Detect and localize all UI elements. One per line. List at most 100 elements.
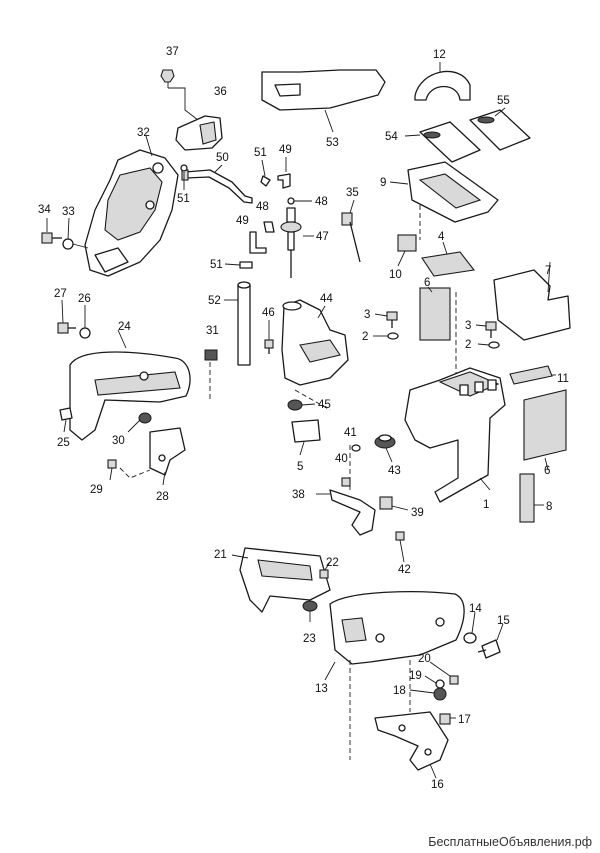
callout-53: 53 [326, 137, 339, 149]
callout-8: 8 [546, 501, 552, 513]
callout-17: 17 [458, 714, 471, 726]
part-26-washer [79, 327, 91, 339]
part-44-tank [281, 299, 349, 386]
callout-23: 23 [303, 633, 316, 645]
part-51-clip-c [239, 261, 253, 269]
part-55-pad [469, 109, 531, 151]
part-10-plate [397, 234, 417, 252]
part-3-screw-right [485, 321, 497, 338]
part-3-screw-left [386, 311, 398, 328]
part-53-pad [261, 69, 386, 111]
part-52-tube [237, 281, 251, 366]
callout-14: 14 [469, 603, 482, 615]
part-27-screw [57, 322, 76, 334]
part-28-bracket [149, 427, 186, 476]
part-36-bracket [175, 115, 223, 151]
callout-32: 32 [137, 127, 150, 139]
watermark-text: БесплатныеОбъявления.рф [428, 835, 592, 849]
part-11-strip [509, 365, 553, 385]
callout-19: 19 [409, 670, 422, 682]
callout-37: 37 [166, 46, 179, 58]
part-40-screw [341, 477, 351, 487]
part-22-screw [319, 569, 329, 579]
part-7-cover [493, 269, 571, 341]
callout-2-right: 2 [465, 339, 471, 351]
part-25-label [59, 407, 73, 421]
callout-1: 1 [483, 499, 489, 511]
part-16-bracket [374, 711, 449, 771]
part-8-post [519, 473, 535, 523]
part-4-plate [421, 251, 476, 277]
callout-33: 33 [62, 206, 75, 218]
part-17-screw [439, 713, 451, 725]
part-13-cover [329, 591, 465, 665]
callout-18: 18 [393, 685, 406, 697]
part-29-screw [107, 459, 117, 469]
part-32-side-cover [84, 149, 179, 277]
part-38-bracket [329, 489, 376, 536]
callout-28: 28 [156, 491, 169, 503]
callout-2-left: 2 [362, 331, 368, 343]
part-33-washer [62, 238, 89, 250]
part-31-grommet [204, 349, 218, 361]
callout-24: 24 [118, 321, 131, 333]
part-23-grommet [302, 600, 318, 612]
part-46-screw [264, 339, 274, 354]
part-37-screw [160, 69, 175, 88]
callout-54: 54 [385, 131, 398, 143]
callout-50: 50 [216, 152, 229, 164]
callout-29: 29 [90, 484, 103, 496]
callout-27: 27 [54, 288, 67, 300]
part-2-washer-left [387, 332, 399, 340]
callout-22: 22 [326, 557, 339, 569]
callout-3-left: 3 [364, 309, 370, 321]
part-20-screw [449, 675, 459, 685]
callout-51-top: 51 [254, 147, 267, 159]
callout-48-lower: 48 [256, 201, 269, 213]
callout-52: 52 [208, 295, 221, 307]
callout-45: 45 [318, 399, 331, 411]
part-18-spacer [433, 687, 447, 701]
part-2-washer-right [488, 341, 500, 349]
callout-20: 20 [418, 653, 431, 665]
part-48-clip-top [287, 197, 295, 205]
callout-labels: 1 2 2 3 3 4 5 6 6 7 8 9 10 11 12 13 14 1… [38, 46, 569, 791]
callout-11: 11 [557, 373, 569, 385]
callout-6-left: 6 [424, 277, 430, 289]
part-34-screw [41, 232, 62, 244]
callout-3-right: 3 [465, 320, 471, 332]
callout-48-top: 48 [315, 196, 328, 208]
callout-35: 35 [346, 187, 359, 199]
part-19-washer [435, 679, 445, 689]
part-30-grommet [138, 412, 152, 424]
callout-5: 5 [297, 461, 303, 473]
part-47-valve [280, 207, 302, 278]
callout-15: 15 [497, 615, 510, 627]
callout-25: 25 [57, 437, 70, 449]
part-39-block [379, 496, 393, 510]
callout-55: 55 [497, 95, 510, 107]
callout-6-right: 6 [544, 465, 550, 477]
part-6-panel-right [523, 389, 567, 461]
callout-51-lower: 51 [210, 259, 223, 271]
part-21-bracket [239, 547, 331, 613]
part-5-pad [291, 419, 321, 443]
part-45-grommet [287, 399, 303, 411]
callout-38: 38 [292, 489, 305, 501]
callout-10: 10 [389, 269, 402, 281]
part-35-rod [341, 212, 361, 263]
callout-31: 31 [206, 325, 219, 337]
part-48-clip-lower [263, 221, 275, 233]
part-42-screw [395, 531, 405, 541]
callout-30: 30 [112, 435, 125, 447]
callout-46: 46 [262, 307, 275, 319]
callout-39: 39 [411, 507, 424, 519]
part-49-elbow-top [277, 173, 291, 189]
callout-13: 13 [315, 683, 328, 695]
callout-43: 43 [388, 465, 401, 477]
callout-51-left: 51 [177, 193, 190, 205]
part-51-clip-b [260, 175, 271, 187]
part-43-knob [374, 434, 396, 449]
callout-12: 12 [433, 49, 446, 61]
